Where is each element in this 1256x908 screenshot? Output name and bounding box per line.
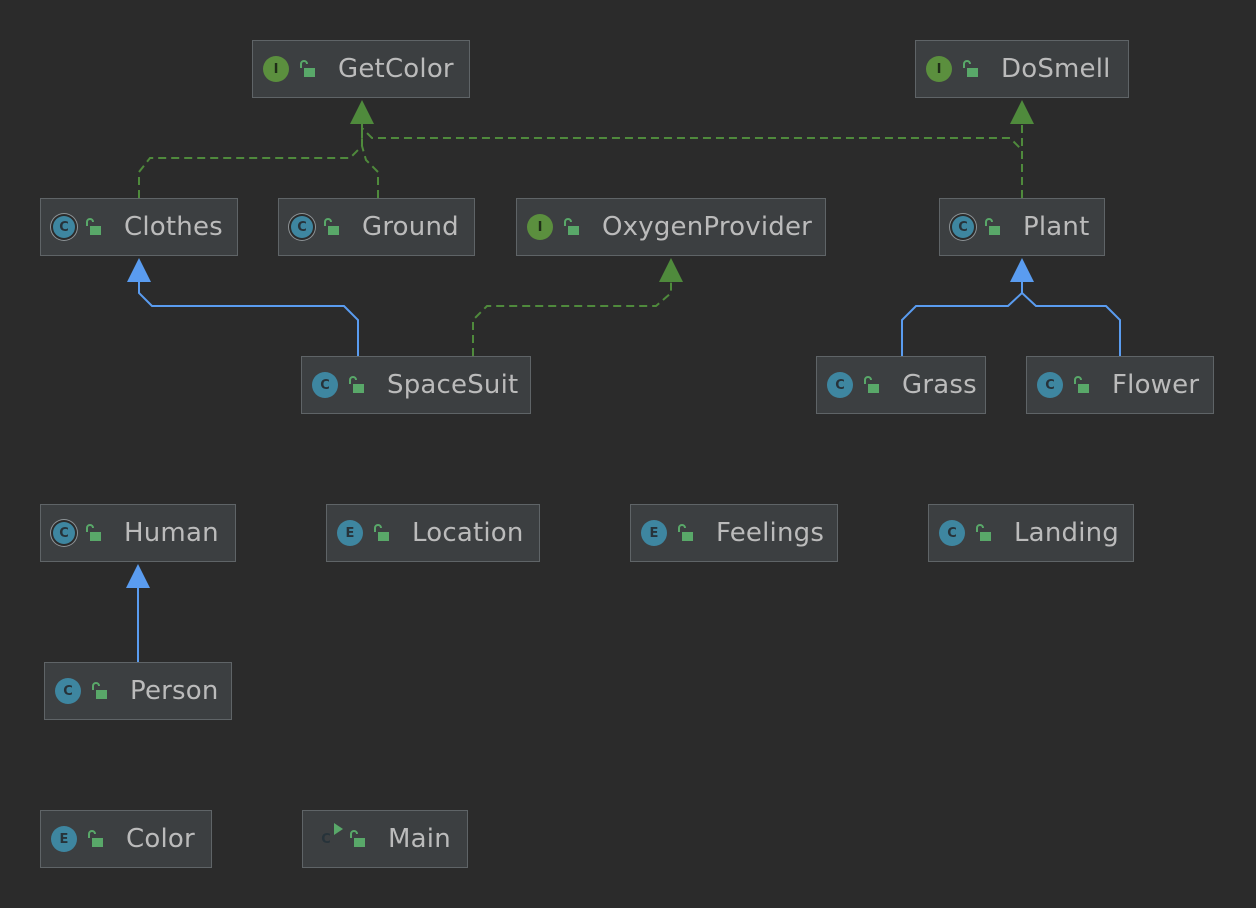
arrowhead-extends-clothes (127, 258, 151, 282)
node-getcolor[interactable]: I GetColor (252, 40, 470, 98)
edge-grass-extends-plant (901, 280, 1023, 356)
run-marker-icon (334, 823, 343, 835)
node-label: Location (412, 518, 524, 548)
enum-icon: E (51, 826, 77, 852)
public-lock-icon (678, 524, 693, 541)
node-human[interactable]: C Human (40, 504, 236, 562)
node-ground[interactable]: C Ground (278, 198, 475, 256)
arrowhead-implements-oxygenprovider (659, 258, 683, 282)
node-label: OxygenProvider (602, 212, 813, 242)
public-lock-icon (92, 682, 107, 699)
kind-badge-letter: C (321, 831, 331, 847)
public-lock-icon (1074, 376, 1089, 393)
abstract-class-icon: C (53, 522, 75, 544)
node-spacesuit[interactable]: C SpaceSuit (301, 356, 531, 414)
abstract-class-icon: C (53, 216, 75, 238)
node-label: Color (126, 824, 195, 854)
kind-badge-letter: I (936, 61, 942, 77)
node-label: Plant (1023, 212, 1090, 242)
kind-badge-letter: C (297, 219, 307, 235)
public-lock-icon (976, 524, 991, 541)
node-location[interactable]: E Location (326, 504, 540, 562)
interface-icon: I (527, 214, 553, 240)
kind-badge-letter: C (1045, 377, 1055, 393)
public-lock-icon (564, 218, 579, 235)
node-flower[interactable]: C Flower (1026, 356, 1214, 414)
kind-badge-letter: E (59, 831, 69, 847)
kind-badge-letter: E (649, 525, 659, 541)
class-icon: C (827, 372, 853, 398)
kind-badge-letter: I (273, 61, 279, 77)
public-lock-icon (88, 830, 103, 847)
node-label: Flower (1112, 370, 1200, 400)
arrowhead-extends-human (126, 564, 150, 588)
kind-badge-letter: C (958, 219, 968, 235)
class-icon: C (939, 520, 965, 546)
node-label: Feelings (716, 518, 825, 548)
public-lock-icon (864, 376, 879, 393)
node-color[interactable]: E Color (40, 810, 212, 868)
edge-plant-implements-getcolor (361, 124, 1023, 198)
node-plant[interactable]: C Plant (939, 198, 1105, 256)
class-icon: C (1037, 372, 1063, 398)
edge-clothes-implements-getcolor (138, 124, 363, 198)
node-oxygenprovider[interactable]: I OxygenProvider (516, 198, 826, 256)
public-lock-icon (86, 218, 101, 235)
public-lock-icon (349, 376, 364, 393)
node-person[interactable]: C Person (44, 662, 232, 720)
kind-badge-letter: I (537, 219, 543, 235)
kind-badge-letter: C (320, 377, 330, 393)
public-lock-icon (86, 524, 101, 541)
node-landing[interactable]: C Landing (928, 504, 1134, 562)
kind-badge-letter: C (59, 219, 69, 235)
edge-spacesuit-implements-oxygenprovider (472, 280, 672, 356)
public-lock-icon (374, 524, 389, 541)
enum-icon: E (337, 520, 363, 546)
public-lock-icon (963, 60, 978, 77)
node-label: Grass (902, 370, 977, 400)
public-lock-icon (350, 830, 365, 847)
edges-layer (126, 100, 1121, 662)
node-label: Human (124, 518, 219, 548)
arrowhead-implements-getcolor (350, 100, 374, 124)
node-grass[interactable]: C Grass (816, 356, 986, 414)
abstract-class-icon: C (952, 216, 974, 238)
public-lock-icon (300, 60, 315, 77)
node-label: DoSmell (1001, 54, 1111, 84)
interface-icon: I (263, 56, 289, 82)
node-label: Person (130, 676, 219, 706)
class-icon: C (55, 678, 81, 704)
node-clothes[interactable]: C Clothes (40, 198, 238, 256)
node-label: Main (388, 824, 451, 854)
kind-badge-letter: E (345, 525, 355, 541)
arrowhead-extends-plant (1010, 258, 1034, 282)
edge-ground-implements-getcolor (361, 124, 379, 198)
abstract-class-icon: C (291, 216, 313, 238)
enum-icon: E (641, 520, 667, 546)
node-label: Landing (1014, 518, 1120, 548)
public-lock-icon (324, 218, 339, 235)
edge-flower-extends-plant (1021, 280, 1121, 356)
class-icon: C (312, 372, 338, 398)
node-feelings[interactable]: E Feelings (630, 504, 838, 562)
main-class-icon: C (313, 823, 343, 852)
edge-spacesuit-extends-clothes (138, 280, 359, 356)
node-label: Clothes (124, 212, 223, 242)
arrowhead-implements-dosmell (1010, 100, 1034, 124)
node-label: GetColor (338, 54, 454, 84)
node-label: Ground (362, 212, 459, 242)
kind-badge-letter: C (947, 525, 957, 541)
kind-badge-letter: C (835, 377, 845, 393)
kind-badge-letter: C (59, 525, 69, 541)
node-main[interactable]: C Main (302, 810, 468, 868)
node-label: SpaceSuit (387, 370, 519, 400)
public-lock-icon (985, 218, 1000, 235)
kind-badge-letter: C (63, 683, 73, 699)
interface-icon: I (926, 56, 952, 82)
node-dosmell[interactable]: I DoSmell (915, 40, 1129, 98)
